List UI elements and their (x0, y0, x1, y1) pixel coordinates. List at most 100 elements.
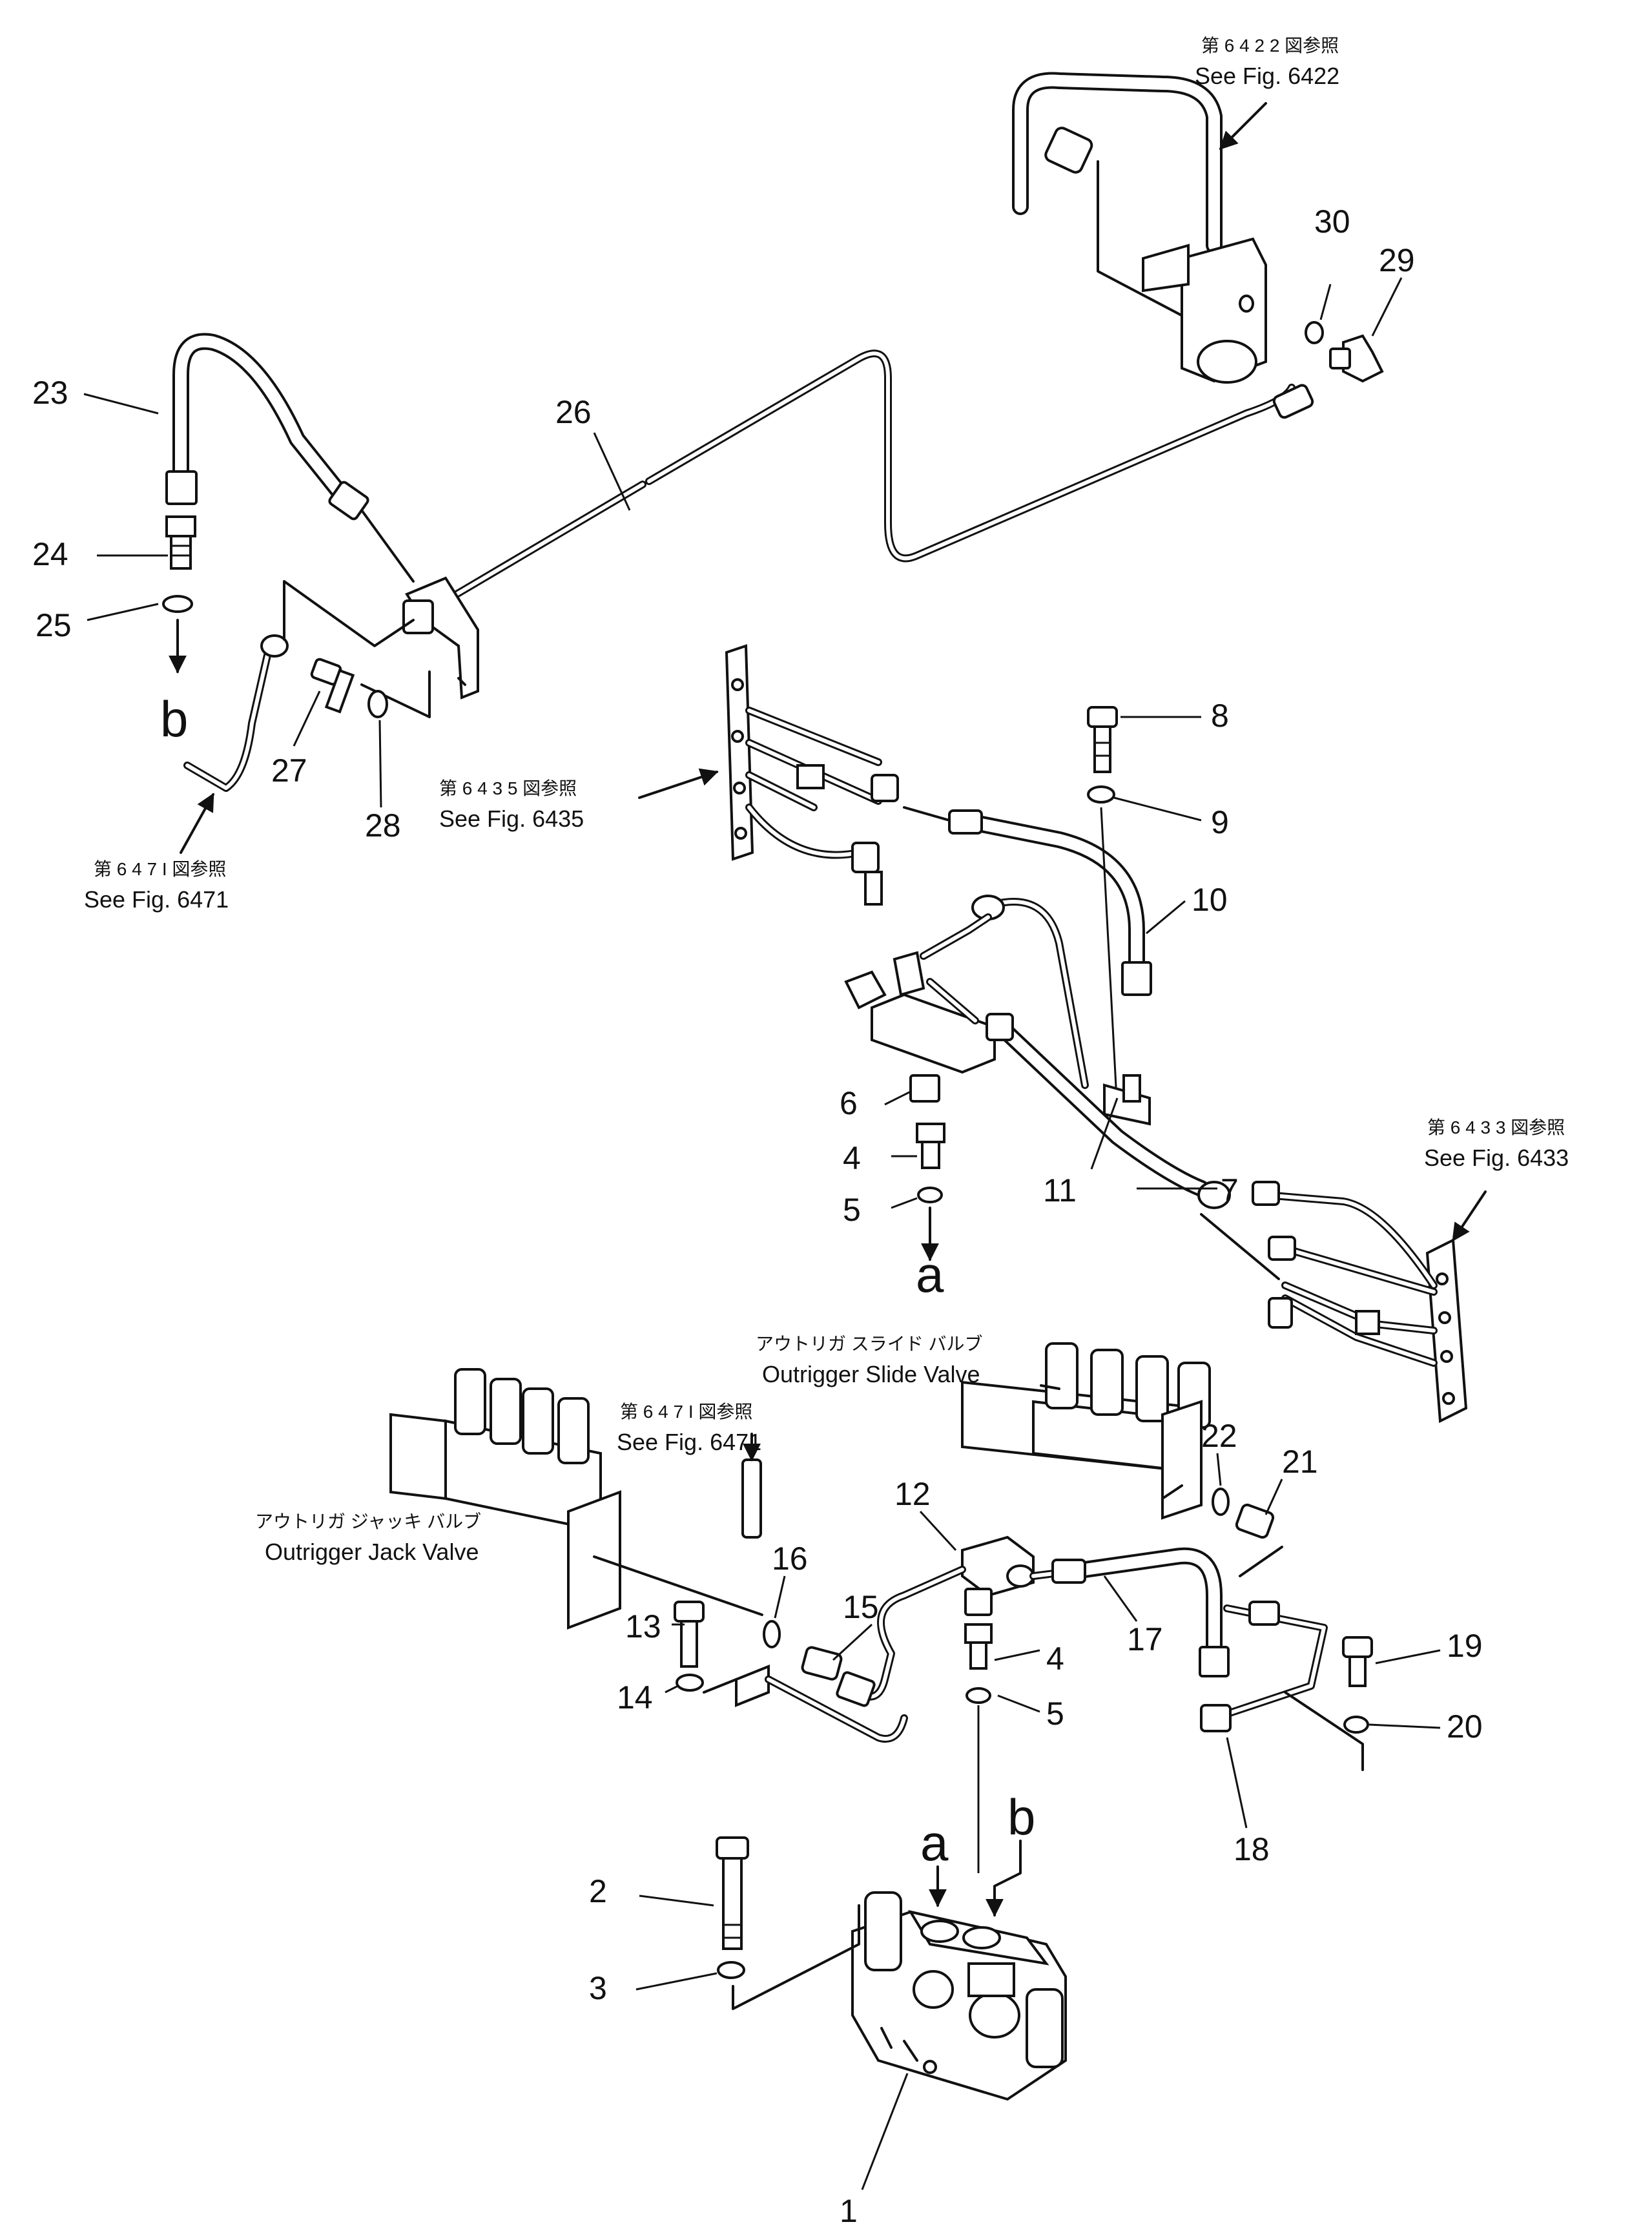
valve-labels: アウトリガ スライド バルブ Outrigger Slide Valve アウト… (255, 1334, 983, 1565)
outrigger-jack-valve (389, 1368, 763, 1630)
connector-21 (1235, 1503, 1283, 1577)
washer-20 (1343, 1716, 1369, 1734)
callout-24: 24 (32, 536, 68, 572)
fig6435-en: See Fig. 6435 (439, 805, 584, 832)
callout-5-upper: 5 (843, 1192, 861, 1228)
pipe-26 (442, 349, 1314, 605)
control-valve-1 (851, 1891, 1067, 2101)
bolt-27 (310, 658, 355, 714)
fig6422-assembly (1012, 72, 1267, 384)
fig6433-assembly (1252, 1181, 1468, 1424)
fig6433-en: See Fig. 6433 (1424, 1145, 1569, 1171)
callout-9: 9 (1211, 804, 1229, 840)
fig6471-left-en: See Fig. 6471 (84, 886, 229, 913)
o-ring-16 (763, 1620, 781, 1648)
letter-b-lower: b (1007, 1789, 1035, 1845)
callout-12: 12 (894, 1476, 931, 1512)
figure-references: 第 6 4 2 2 図参照 See Fig. 6422 第 6 4 3 5 図参… (84, 36, 1569, 1455)
fig6422-en: See Fig. 6422 (1195, 63, 1339, 89)
callout-22: 22 (1201, 1418, 1237, 1454)
hose-23 (165, 333, 415, 583)
callout-6: 6 (840, 1085, 858, 1121)
o-ring-22 (1212, 1488, 1230, 1516)
tube-6-10 (920, 913, 992, 960)
callout-15: 15 (843, 1589, 879, 1625)
jack-valve-en: Outrigger Jack Valve (265, 1539, 479, 1565)
fig6435-jp: 第 6 4 3 5 図参照 (439, 778, 577, 798)
o-ring-5-upper (917, 1187, 943, 1203)
bolt-2 (716, 1836, 749, 1950)
callout-5-lower: 5 (1046, 1696, 1064, 1732)
callout-2: 2 (589, 1873, 607, 1909)
fig6435-assembly (725, 644, 899, 906)
outrigger-slide-valve (961, 1342, 1211, 1520)
tube-18 (1200, 1601, 1328, 1732)
fitting-4-upper (916, 1123, 945, 1169)
washer-3 (717, 1961, 745, 1979)
hose-10 (903, 806, 1152, 996)
callout-11: 11 (1043, 1172, 1077, 1209)
block-6 (844, 951, 996, 1103)
letter-a-lower: a (920, 1814, 949, 1871)
callout-16: 16 (772, 1541, 808, 1577)
callout-23: 23 (32, 375, 68, 411)
clamp-7 (1103, 1074, 1151, 1126)
washer-14 (676, 1674, 704, 1692)
callout-27: 27 (271, 752, 307, 789)
callout-28: 28 (365, 807, 401, 844)
callout-18: 18 (1234, 1831, 1270, 1867)
callout-10: 10 (1192, 882, 1228, 918)
callout-21: 21 (1282, 1444, 1318, 1480)
callout-7: 7 (1221, 1172, 1239, 1209)
callout-4-upper: 4 (843, 1140, 861, 1176)
fig6471-center-en: See Fig. 6471 (617, 1429, 761, 1455)
reference-arrows (180, 102, 1487, 1390)
fig6471-center-jp: 第 6 4 7 I 図参照 (620, 1402, 752, 1422)
jack-valve-jp: アウトリガ ジャッキ バルブ (255, 1511, 481, 1531)
connector-15 (801, 1646, 843, 1681)
bolt-8 (1087, 706, 1118, 773)
callout-14: 14 (617, 1679, 653, 1716)
callout-25: 25 (36, 607, 72, 643)
callout-4-lower: 4 (1046, 1641, 1064, 1677)
pipe-6471-center (741, 1433, 762, 1539)
bolt-13 (674, 1601, 705, 1668)
callout-8: 8 (1211, 698, 1229, 734)
fig6422-jp: 第 6 4 2 2 図参照 (1201, 36, 1339, 56)
callout-17: 17 (1127, 1621, 1163, 1657)
fig6471-left-jp: 第 6 4 7 I 図参照 (94, 859, 226, 879)
o-ring-25 (162, 595, 193, 613)
slide-valve-en: Outrigger Slide Valve (762, 1361, 980, 1387)
connection-letters: b a a b (160, 690, 1035, 1871)
hose-17 (1029, 1547, 1230, 1677)
callout-19: 19 (1447, 1628, 1483, 1664)
callout-20: 20 (1447, 1708, 1483, 1745)
letter-a-upper: a (916, 1246, 944, 1303)
elbow-12 (836, 1535, 1035, 1707)
fig6433-jp: 第 6 4 3 3 図参照 (1427, 1117, 1565, 1137)
leader-lines (83, 277, 1441, 2190)
tube-6471-left (183, 580, 431, 792)
tube-to-7 (971, 895, 1089, 1089)
fitting-4-lower (964, 1623, 993, 1670)
callout-26: 26 (555, 394, 592, 430)
callout-1: 1 (840, 2193, 858, 2229)
callout-30: 30 (1314, 203, 1350, 240)
callout-29: 29 (1379, 242, 1415, 278)
bracket-top-left (402, 576, 479, 700)
callout-numbers: 1 2 3 4 4 5 5 6 7 8 9 10 11 12 13 14 15 … (32, 203, 1483, 2229)
o-ring-30 (1305, 321, 1324, 344)
washer-9 (1087, 785, 1115, 804)
o-ring-5-lower (965, 1687, 991, 1704)
bolt-19 (1342, 1636, 1373, 1687)
slide-valve-jp: アウトリガ スライド バルブ (756, 1334, 983, 1354)
elbow-29 (1329, 334, 1384, 383)
callout-13: 13 (625, 1608, 661, 1645)
letter-b-upper: b (160, 690, 188, 747)
hose-11 (926, 978, 1280, 1280)
washer-28 (367, 690, 388, 718)
fitting-24 (165, 515, 196, 570)
callout-3: 3 (589, 1970, 607, 2006)
tube-bracket-14 (703, 1665, 908, 1743)
